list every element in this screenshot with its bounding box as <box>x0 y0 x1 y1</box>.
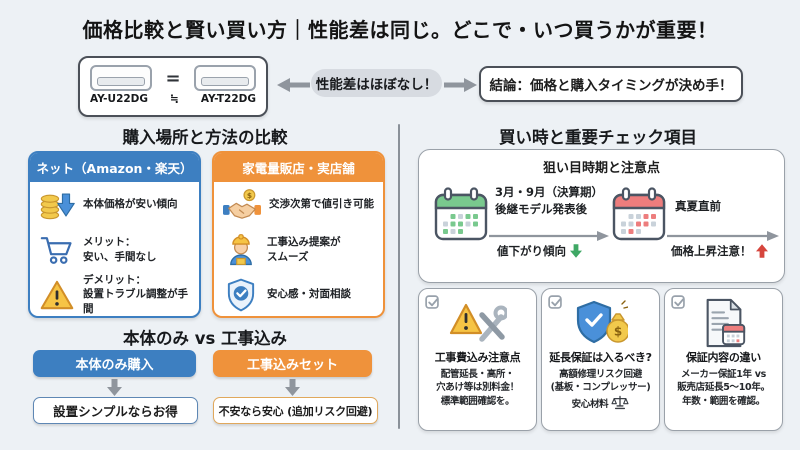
vertical-divider <box>398 124 400 429</box>
check-card-body-text: メーカー保証1年 vs 販売店延長5〜10年。 年数・範囲を確認。 <box>677 369 770 407</box>
store-item-text: 交渉次第で値引き可能 <box>269 198 374 211</box>
check-card-title: 工事費込み注意点 <box>434 351 521 364</box>
model-left-label: AY-U22DG <box>90 93 149 105</box>
body-only-pill: 本体のみ購入 <box>33 350 196 377</box>
calendar-green-icon <box>434 187 488 241</box>
check-card-body-text: 配管延長・高所・ 穴あけ等は別料金！ 標準範囲確認を。 <box>436 369 519 407</box>
checkbox-icon <box>548 295 562 309</box>
model-right-label: AY-T22DG <box>200 93 256 105</box>
net-card-header: ネット（Amazon・楽天） <box>30 153 199 182</box>
timeline-arrow-icon <box>667 231 779 241</box>
list-item: 安心感・対面相談 <box>214 272 383 316</box>
equals-sign: = <box>165 67 181 89</box>
aircon-right-icon <box>194 65 256 91</box>
performance-pill: 性能差はほぼなし！ <box>311 69 442 97</box>
check-card-coverage: 保証内容の違い メーカー保証1年 vs 販売店延長5〜10年。 年数・範囲を確認… <box>664 288 783 431</box>
timeline-arrow-icon <box>489 231 609 241</box>
arrow-up-red-icon <box>755 244 768 258</box>
with-install-pill: 工事込みセット <box>213 350 372 377</box>
arrow-down-green-icon <box>570 244 582 258</box>
ac-image-row: = <box>90 65 256 91</box>
net-card: ネット（Amazon・楽天） 本体価格が安い傾向 メリット： 安い、手間なし <box>28 151 201 318</box>
svg-text:$: $ <box>613 325 621 339</box>
check-card-body: 配管延長・高所・ 穴あけ等は別料金！ 標準範囲確認を。 <box>419 368 536 408</box>
check-card-body: メーカー保証1年 vs 販売店延長5〜10年。 年数・範囲を確認。 <box>665 368 782 408</box>
balance-scale-icon <box>611 395 629 410</box>
right-section-title: 買い時と重要チェック項目 <box>499 128 697 147</box>
arrow-down-icon <box>285 379 300 396</box>
warning-tools-icon <box>419 297 536 349</box>
warning-icon <box>39 279 75 311</box>
aircon-left-icon <box>90 65 152 91</box>
store-card-header: 家電量販店・実店舗 <box>214 153 383 182</box>
timing-red-text: 真夏直前 <box>675 199 721 213</box>
checkbox-icon <box>425 295 439 309</box>
page-title: 価格比較と賢い買い方｜性能差は同じ。どこで・いつ買うかが重要！ <box>82 18 718 42</box>
store-card: 家電量販店・実店舗 $ 交渉次第で値引き可能 <box>212 151 385 318</box>
check-card-title: 保証内容の違い <box>686 351 761 364</box>
timing-red-note-text: 価格上昇注意！ <box>671 244 752 258</box>
net-item-text: 本体価格が安い傾向 <box>83 198 178 211</box>
timing-green-note: 値下がり傾向 <box>497 243 582 259</box>
timing-green-note-text: 値下がり傾向 <box>497 244 566 258</box>
svg-text:$: $ <box>247 190 252 199</box>
check-card-body-text: 高額修理リスク回避 (基板・コンプレッサー) 安心材料 <box>550 369 651 410</box>
net-item-text: メリット： 安い、手間なし <box>83 236 157 263</box>
cart-icon <box>39 234 75 266</box>
check-card-install-cost: 工事費込み注意点 配管延長・高所・ 穴あけ等は別料金！ 標準範囲確認を。 <box>418 288 537 431</box>
check-card-warranty: $ 延長保証は入るべき? 高額修理リスク回避 (基板・コンプレッサー) 安心材料 <box>541 288 660 431</box>
approx-equals-sign: ≒ <box>170 93 179 105</box>
check-card-body: 高額修理リスク回避 (基板・コンプレッサー) 安心材料 <box>542 368 659 411</box>
list-item: デメリット： 設置トラブル調整が手間 <box>30 272 199 316</box>
conclusion-box: 結論：価格と購入タイミングが決め手！ <box>479 66 743 102</box>
list-item: 工事込み提案が スムーズ <box>214 227 383 272</box>
list-item: $ 交渉次第で値引き可能 <box>214 182 383 227</box>
vs-section-title: 本体のみ vs 工事込み <box>122 329 288 348</box>
timing-red-note: 価格上昇注意！ <box>671 243 768 259</box>
left-section-title: 購入場所と方法の比較 <box>122 128 288 147</box>
body-only-result: 設置シンプルならお得 <box>33 397 198 424</box>
document-calendar-icon <box>665 297 782 349</box>
with-install-result: 不安なら安心 (追加リスク回避) <box>213 397 378 424</box>
coins-down-icon <box>39 188 75 222</box>
handshake-money-icon: $ <box>223 188 261 222</box>
arrow-left-icon <box>277 78 310 92</box>
model-comparison-box: = AY-U22DG ≒ AY-T22DG <box>78 56 268 117</box>
worker-icon <box>223 233 259 267</box>
shield-moneybag-icon: $ <box>542 297 659 349</box>
store-item-text: 安心感・対面相談 <box>267 288 351 301</box>
arrow-down-icon <box>107 379 122 396</box>
timing-header: 狙い目時期と注意点 <box>542 161 660 176</box>
list-item: メリット： 安い、手間なし <box>30 227 199 272</box>
arrow-right-icon <box>444 78 477 92</box>
ac-label-row: AY-U22DG ≒ AY-T22DG <box>90 93 256 105</box>
list-item: 本体価格が安い傾向 <box>30 182 199 227</box>
timing-box: 狙い目時期と注意点 3月・9月（決算期） 後継モデル発表後 値下がり傾向 <box>418 149 785 283</box>
timing-green-text: 3月・9月（決算期） 後継モデル発表後 <box>495 185 604 217</box>
store-item-text: 工事込み提案が スムーズ <box>267 236 341 263</box>
checkbox-icon <box>671 295 685 309</box>
calendar-red-icon <box>612 187 666 241</box>
check-card-title: 延長保証は入るべき? <box>549 351 652 364</box>
shield-check-icon <box>223 278 259 312</box>
net-item-text: デメリット： 設置トラブル調整が手間 <box>83 274 188 315</box>
